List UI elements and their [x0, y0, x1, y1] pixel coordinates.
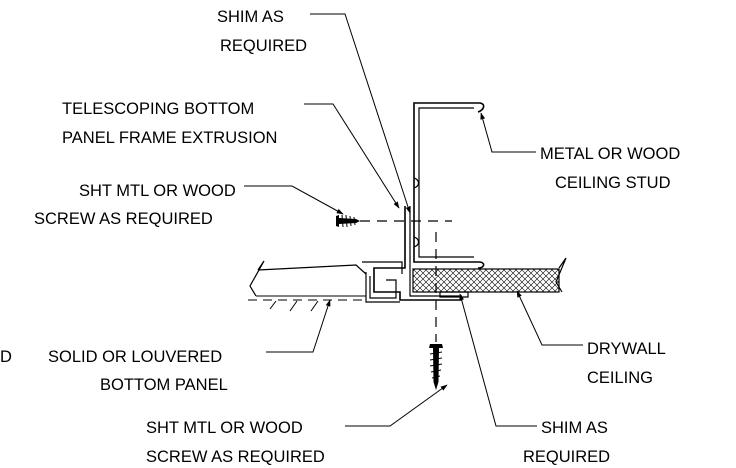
frame-channel: [369, 276, 397, 299]
label-shim-bottom: SHIM AS REQUIRED: [523, 419, 610, 466]
leader-panel: [266, 299, 331, 353]
label-frame-line1: TELESCOPING BOTTOM: [62, 100, 254, 118]
bottom-panel: [248, 260, 367, 312]
stud-dimple-2: [413, 236, 420, 248]
ceiling-stud: [413, 102, 485, 269]
label-frame-line2: PANEL FRAME EXTRUSION: [62, 129, 277, 147]
label-screw-top: SHT MTL OR WOOD SCREW AS REQUIRED: [34, 182, 236, 228]
leader-drywall: [516, 290, 583, 346]
leader-stud: [480, 112, 536, 153]
label-stud-line2: CEILING STUD: [555, 174, 671, 192]
label-screw-top-line1: SHT MTL OR WOOD: [79, 182, 236, 200]
panel-top-edge: [257, 264, 367, 275]
screw-bottom: [429, 344, 443, 390]
label-drywall-ceiling: DRYWALL CEILING: [587, 340, 666, 387]
label-frame-extrusion: TELESCOPING BOTTOM PANEL FRAME EXTRUSION: [62, 100, 277, 147]
label-panel-line1: SOLID OR LOUVERED: [48, 348, 222, 366]
stud-dimple-1: [413, 177, 420, 189]
drywall-hatch: [412, 268, 560, 293]
stud-outer: [413, 102, 485, 269]
label-drywall-line1: DRYWALL: [587, 340, 666, 358]
leader-screw-top: [244, 185, 344, 215]
label-ceiling-stud: METAL OR WOOD CEILING STUD: [540, 145, 680, 192]
frame-vertical-leg: [373, 206, 462, 301]
leader-shim-top: [310, 13, 411, 214]
label-shim-top-line2: REQUIRED: [220, 37, 307, 55]
label-cut-fragment: D: [0, 348, 12, 366]
leader-lines: [244, 13, 583, 427]
leader-frame: [304, 103, 400, 209]
label-stud-line1: METAL OR WOOD: [540, 145, 680, 163]
leader-screw-bottom: [345, 384, 448, 427]
label-shim-bottom-line1: SHIM AS: [541, 419, 608, 437]
panel-break-line: [249, 260, 265, 297]
label-bottom-panel: SOLID OR LOUVERED BOTTOM PANEL: [48, 348, 228, 394]
louver-2: [289, 300, 298, 312]
frame-extrusion: [362, 206, 469, 303]
shim-bottom-piece: [439, 291, 469, 298]
frame-lower-flange: [365, 272, 400, 303]
label-drywall-line2: CEILING: [587, 369, 653, 387]
louver-1: [269, 300, 277, 310]
label-screw-bottom-line2: SCREW AS REQUIRED: [146, 448, 325, 466]
label-screw-bottom-line1: SHT MTL OR WOOD: [146, 419, 303, 437]
label-shim-top: SHIM AS REQUIRED: [217, 8, 307, 55]
label-shim-top-line1: SHIM AS: [217, 8, 284, 26]
drywall-break-line: [555, 257, 567, 293]
screw-top: [336, 214, 360, 228]
label-screw-top-line2: SCREW AS REQUIRED: [34, 210, 213, 228]
label-shim-bottom-line2: REQUIRED: [523, 448, 610, 466]
frame-vertical-inner: [409, 206, 462, 297]
frame-upper-return: [362, 261, 403, 274]
stud-inner: [418, 107, 474, 258]
drywall-ceiling: [412, 257, 567, 293]
label-screw-bottom: SHT MTL OR WOOD SCREW AS REQUIRED: [146, 419, 325, 466]
leader-shim-bottom: [459, 293, 537, 427]
label-panel-line2: BOTTOM PANEL: [100, 376, 228, 394]
louver-3: [310, 300, 319, 312]
